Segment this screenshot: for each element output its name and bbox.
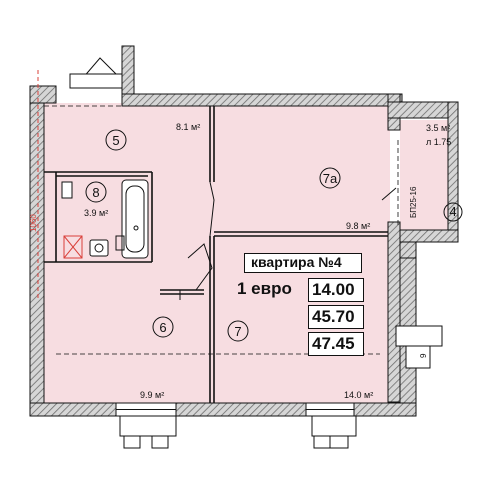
balcony-bottom [399, 229, 459, 243]
total-area-with-balcony-value: 47.45 [308, 332, 364, 356]
doors [69, 57, 397, 300]
room-area-7: 14.0 м² [344, 390, 373, 400]
windows [115, 325, 443, 449]
room-circle-7 [227, 320, 249, 342]
room-coefficient-4: л 1.75 [426, 137, 451, 147]
vent-shaft-icon [63, 235, 83, 259]
room-area-4: 3.5 м² [426, 123, 450, 133]
room-number-7a: 7а [323, 171, 338, 186]
wall-top [121, 93, 403, 107]
wall-left [29, 85, 45, 417]
living-area-value: 14.00 [308, 278, 364, 302]
dashed-lines [44, 105, 399, 355]
wall-top-left [29, 85, 57, 104]
room-numbers: 5 7а 8 6 7 4 [92, 133, 456, 339]
room-area-8: 3.9 м² [84, 208, 108, 218]
svg-text:1060: 1060 [29, 214, 38, 232]
room-number-4: 4 [449, 204, 456, 219]
room-circle-7a [319, 167, 341, 189]
apartment-title: квартира №4 [244, 253, 362, 273]
total-area-value: 45.70 [308, 305, 364, 329]
balcony-corner [399, 241, 417, 259]
room-circle-5 [105, 129, 127, 151]
room-circle-6 [152, 316, 174, 338]
room-number-6: 6 [159, 320, 166, 335]
left-dimension-mark: 1060 [29, 70, 39, 300]
wall-bottom [29, 402, 417, 417]
room-areas: 8.1 м² 9.8 м² 3.9 м² 9.9 м² 14.0 м² 3.5 … [84, 122, 451, 400]
room-markers [85, 129, 463, 342]
room-circle-8 [85, 181, 107, 203]
room-number-8: 8 [92, 185, 99, 200]
exterior-walls [29, 45, 459, 417]
wall-right-lower [387, 221, 401, 403]
side-mark: 9 [419, 353, 428, 358]
room-area-6: 9.9 м² [140, 390, 164, 400]
room-number-5: 5 [112, 133, 119, 148]
room-area-5: 8.1 м² [176, 122, 200, 132]
room-area-7a: 9.8 м² [346, 221, 370, 231]
partitions [44, 106, 388, 403]
apartment-type: 1 евро [237, 279, 292, 298]
bathroom-fixtures [61, 179, 149, 259]
room-number-7: 7 [234, 324, 241, 339]
balcony-slab-mark: БП25-16 [409, 186, 418, 218]
room-circle-4 [443, 202, 463, 222]
